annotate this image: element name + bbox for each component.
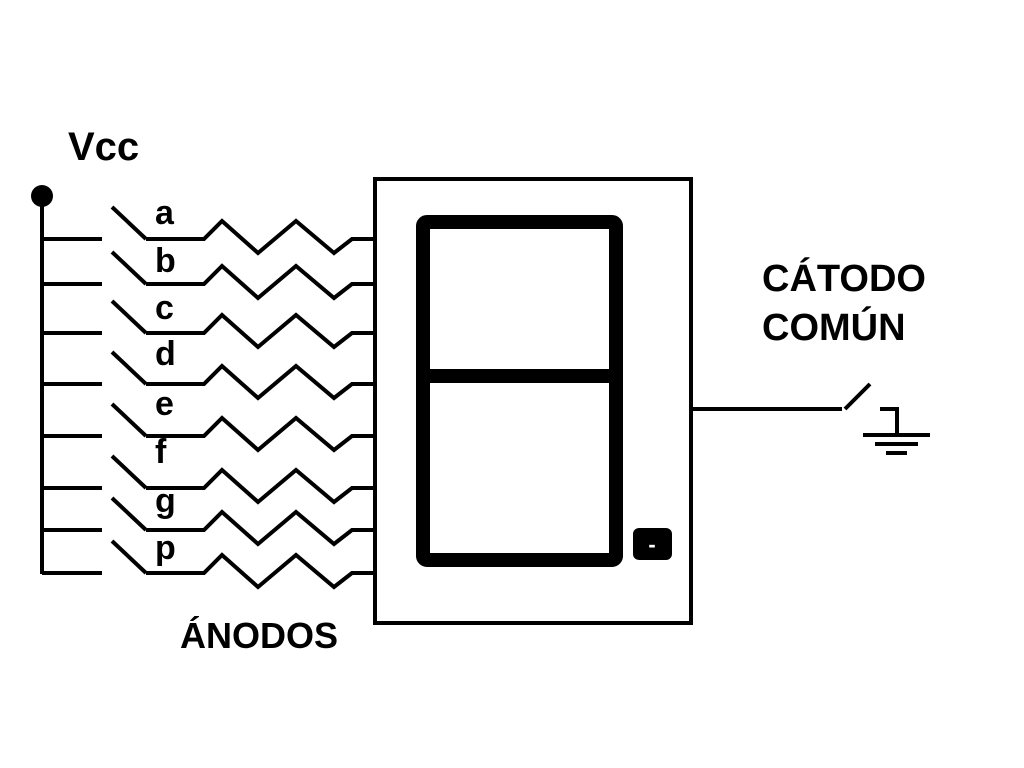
anode-row-e: e bbox=[42, 385, 375, 453]
vcc-label: Vcc bbox=[68, 125, 139, 169]
segment-label-e: e bbox=[155, 385, 174, 423]
decimal-point-symbol: - bbox=[648, 532, 655, 557]
cathode-switch-icon bbox=[843, 382, 872, 411]
resistor-icon bbox=[146, 363, 375, 401]
switch-icon bbox=[110, 350, 148, 386]
switch-icon bbox=[110, 539, 148, 575]
segment-label-c: c bbox=[155, 289, 174, 327]
segment-label-f: f bbox=[155, 433, 167, 471]
resistor-icon bbox=[146, 467, 375, 505]
cathode-label-line2: COMÚN bbox=[762, 305, 906, 349]
anodes-label: ÁNODOS bbox=[180, 615, 338, 656]
resistor-icon bbox=[146, 415, 375, 453]
resistor-icon bbox=[146, 312, 375, 350]
segment-label-b: b bbox=[155, 242, 176, 280]
anode-row-d: d bbox=[42, 335, 375, 401]
anode-row-a: a bbox=[42, 194, 375, 256]
switch-icon bbox=[110, 299, 148, 335]
segment-label-p: p bbox=[155, 529, 176, 567]
resistor-icon bbox=[146, 509, 375, 547]
resistor-icon bbox=[146, 552, 375, 590]
resistor-icon bbox=[146, 218, 375, 256]
resistor-icon bbox=[146, 263, 375, 301]
ground-icon bbox=[863, 407, 930, 455]
segment-label-g: g bbox=[155, 482, 176, 520]
anode-row-g: g bbox=[42, 482, 375, 547]
switch-icon bbox=[110, 250, 148, 286]
cathode-label-line1: CÁTODO bbox=[762, 256, 926, 300]
anode-row-f: f bbox=[42, 433, 375, 505]
anode-row-p: p bbox=[42, 529, 375, 590]
segment-frame bbox=[416, 215, 623, 567]
switch-icon bbox=[110, 402, 148, 438]
segment-label-a: a bbox=[155, 194, 175, 232]
segment-label-d: d bbox=[155, 335, 176, 373]
display-package bbox=[373, 177, 693, 625]
anode-row-b: b bbox=[42, 242, 375, 301]
switch-icon bbox=[110, 454, 148, 490]
switch-icon bbox=[110, 496, 148, 532]
switch-icon bbox=[110, 205, 148, 241]
decimal-point bbox=[633, 528, 672, 560]
anode-row-c: c bbox=[42, 289, 375, 350]
